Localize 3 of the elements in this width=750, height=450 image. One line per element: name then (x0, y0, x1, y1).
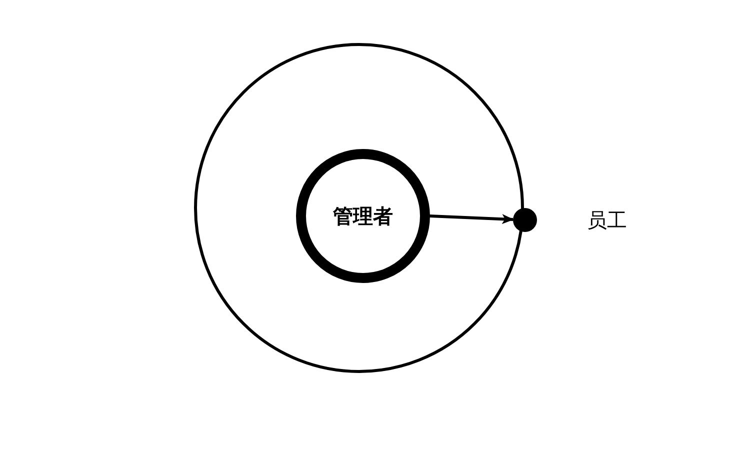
dot-marker (513, 208, 537, 232)
side-label: 员工 (587, 207, 627, 234)
node-label: 管理者 (333, 202, 393, 230)
